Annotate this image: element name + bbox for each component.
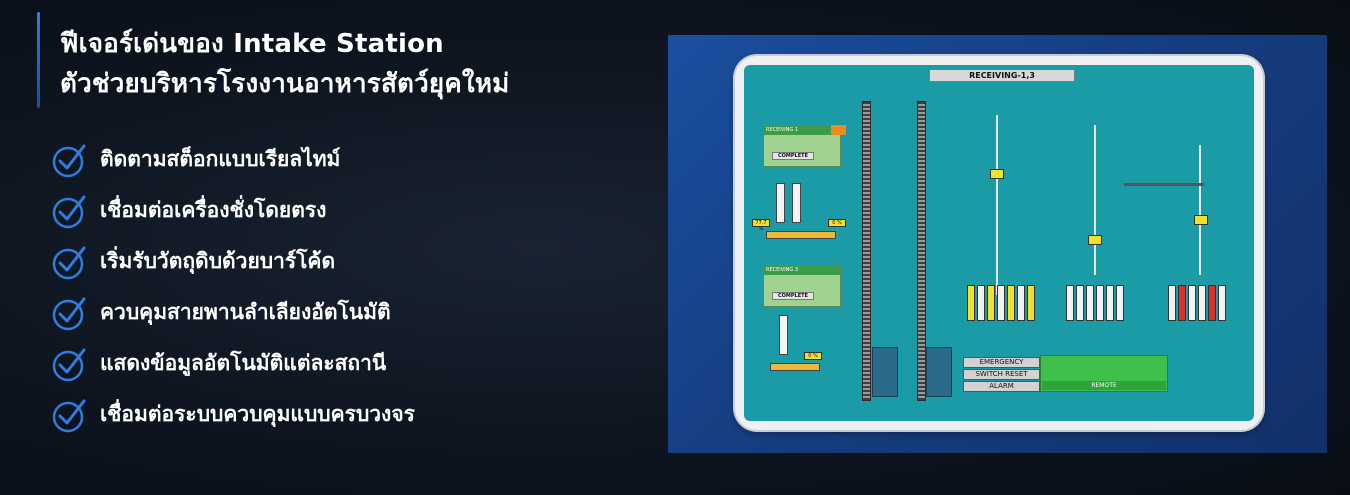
feature-list: ติดตามสต็อกแบบเรียลไทม์ เชื่อมต่อเครื่อง… — [50, 134, 415, 440]
accent-bar — [37, 12, 40, 108]
receiving-panel-head: RECEIVING 3 — [764, 266, 840, 275]
gauge-readout: 77.7 % — [752, 219, 770, 232]
feature-item: เชื่อมต่อเครื่องชั่งโดยตรง — [50, 185, 415, 236]
bin-tag — [1198, 285, 1206, 321]
feature-label: ติดตามสต็อกแบบเรียลไทม์ — [100, 147, 341, 171]
bin-tag — [1066, 285, 1074, 321]
feed-pipe — [996, 115, 998, 295]
receiving-panel-head: RECEIVING 1 — [764, 126, 840, 135]
check-circle-icon — [52, 246, 86, 279]
distributor — [1194, 215, 1208, 225]
headline-line-2: ตัวช่วยบริหารโรงงานอาหารสัตว์ยุคใหม่ — [60, 69, 510, 99]
hmi-screen: RECEIVING-1,3 RECEIVING 1 COMPLETE RECEI… — [744, 65, 1254, 421]
status-indicator — [831, 125, 846, 135]
headline-line-1: ฟีเจอร์เด่นของ Intake Station — [60, 29, 444, 59]
check-circle-icon — [52, 195, 86, 228]
feature-item: เริ่มรับวัตถุดิบด้วยบาร์โค้ด — [50, 236, 415, 287]
bin-tag — [1017, 285, 1025, 321]
complete-button[interactable]: COMPLETE — [772, 292, 814, 300]
feature-label: แสดงข้อมูลอัตโนมัติแต่ละสถานี — [100, 351, 387, 375]
switch-reset-button[interactable]: SWITCH RESET — [963, 369, 1040, 380]
hopper — [766, 231, 836, 239]
headline: ฟีเจอร์เด่นของ Intake Station ตัวช่วยบริ… — [60, 24, 620, 104]
bin-tag — [1116, 285, 1124, 321]
distributor — [1088, 235, 1102, 245]
gauge-readout: 0 % — [804, 352, 822, 360]
bucket-elevator — [917, 101, 926, 401]
silo-gauge — [779, 315, 788, 355]
feature-label: ควบคุมสายพานลำเลียงอัตโนมัติ — [100, 300, 391, 324]
check-circle-icon — [52, 144, 86, 177]
bin-tag — [1086, 285, 1094, 321]
check-circle-icon — [52, 297, 86, 330]
receiving-panel-1: RECEIVING 1 COMPLETE — [763, 125, 841, 167]
bin-tag — [1106, 285, 1114, 321]
complete-button[interactable]: COMPLETE — [772, 152, 814, 160]
bin-tag — [1027, 285, 1035, 321]
alarm-button[interactable]: ALARM — [963, 381, 1040, 392]
tablet-frame: RECEIVING-1,3 RECEIVING 1 COMPLETE RECEI… — [735, 56, 1263, 430]
bin-tag — [1208, 285, 1216, 321]
bin-tag — [977, 285, 985, 321]
bin-tag — [997, 285, 1005, 321]
bin-tag — [1168, 285, 1176, 321]
silo-gauge — [792, 183, 801, 223]
feature-item: เชื่อมต่อระบบควบคุมแบบครบวงจร — [50, 389, 415, 440]
bin-tag — [1096, 285, 1104, 321]
gauge-readout: 0 % — [828, 219, 846, 227]
feature-label: เชื่อมต่อเครื่องชั่งโดยตรง — [100, 198, 327, 222]
feature-item: ติดตามสต็อกแบบเรียลไทม์ — [50, 134, 415, 185]
hopper — [770, 363, 820, 371]
remote-status-panel: REMOTE — [1040, 355, 1168, 392]
bucket-elevator — [862, 101, 871, 401]
distributor — [990, 169, 1004, 179]
bin-tag — [1188, 285, 1196, 321]
feature-item: แสดงข้อมูลอัตโนมัติแต่ละสถานี — [50, 338, 415, 389]
silo-gauge — [776, 183, 785, 223]
elevator-status-block — [926, 347, 952, 397]
elevator-status-block — [872, 347, 898, 397]
remote-button[interactable]: REMOTE — [1042, 381, 1166, 390]
bin-tag — [1178, 285, 1186, 321]
bin-tag — [1218, 285, 1226, 321]
feature-item: ควบคุมสายพานลำเลียงอัตโนมัติ — [50, 287, 415, 338]
feed-pipe — [1199, 145, 1201, 275]
check-circle-icon — [52, 399, 86, 432]
emergency-button[interactable]: EMERGENCY — [963, 357, 1040, 368]
conveyor — [1124, 183, 1204, 186]
bin-tag — [1076, 285, 1084, 321]
check-circle-icon — [52, 348, 86, 381]
hmi-screenshot-panel: RECEIVING-1,3 RECEIVING 1 COMPLETE RECEI… — [668, 35, 1327, 453]
feature-label: เชื่อมต่อระบบควบคุมแบบครบวงจร — [100, 402, 415, 426]
bin-tag — [1007, 285, 1015, 321]
bin-tag — [967, 285, 975, 321]
feature-label: เริ่มรับวัตถุดิบด้วยบาร์โค้ด — [100, 249, 336, 273]
feed-pipe — [1094, 125, 1096, 275]
bin-tag — [987, 285, 995, 321]
hmi-title: RECEIVING-1,3 — [929, 69, 1075, 82]
receiving-panel-3: RECEIVING 3 COMPLETE — [763, 265, 841, 307]
